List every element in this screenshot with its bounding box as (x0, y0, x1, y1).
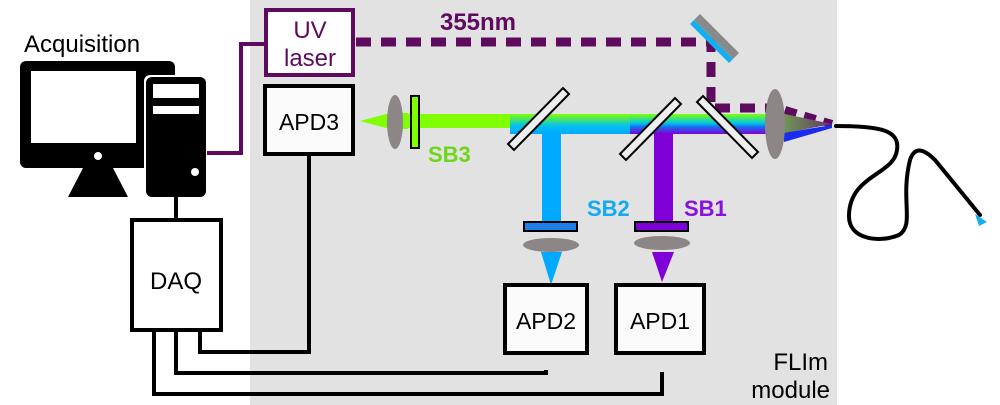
sb2-label: SB2 (587, 196, 630, 221)
daq-box[interactable] (130, 218, 223, 332)
steering-mirror (690, 14, 739, 63)
wavelength-label: 355nm (440, 9, 516, 36)
apd3-box[interactable] (263, 84, 355, 156)
apd3-label: APD3 (279, 109, 339, 135)
sb3-lens (387, 95, 403, 149)
optical-fiber (834, 124, 982, 241)
fiber-coupling-cone (780, 113, 832, 134)
apd3-cable (198, 153, 311, 354)
apd1-cable (152, 330, 664, 396)
excitation-beam-to-fiber (783, 106, 834, 128)
apd1-label: APD1 (630, 308, 690, 334)
computer-monitor-icon (20, 61, 175, 197)
laser-control-cable (207, 42, 265, 155)
sb3-filter (410, 95, 420, 149)
uv-laser-label-line2: laser (284, 45, 336, 72)
sb1-focus-cone (652, 252, 674, 282)
apd2-label: APD2 (516, 308, 576, 334)
module-label-line1: FLIm (773, 349, 828, 376)
excitation-beam-355nm (356, 37, 770, 113)
fiber-tip-icon (975, 214, 987, 226)
sb1-lens (634, 236, 690, 250)
module-label-line2: module (751, 377, 830, 404)
dichroic-mirror-sb2 (618, 96, 683, 162)
apd1-box[interactable] (614, 283, 706, 355)
acquisition-label: Acquisition (24, 31, 140, 58)
dichroic-mirror-sb3 (506, 86, 571, 152)
sb2-filter (523, 221, 578, 232)
sb3-focus-cone (360, 113, 390, 129)
sb2-beam (542, 133, 561, 223)
sb1-beam (654, 133, 673, 223)
uv-laser-box[interactable] (264, 8, 355, 77)
sb3-label: SB3 (428, 142, 471, 167)
sb2-focus-cone (541, 252, 562, 285)
coupling-lens (765, 89, 785, 159)
fiber-coupling-cone-blue (783, 125, 832, 142)
daq-label: DAQ (150, 268, 202, 295)
apd2-box[interactable] (503, 283, 589, 355)
uv-laser-label-line1: UV (293, 17, 326, 44)
computer-tower-icon (144, 75, 206, 197)
sb2-lens (523, 238, 579, 252)
sb1-filter (634, 221, 689, 232)
apd2-cable (174, 330, 548, 375)
dichroic-mirror-sb1 (695, 94, 760, 160)
sb1-label: SB1 (684, 196, 727, 221)
